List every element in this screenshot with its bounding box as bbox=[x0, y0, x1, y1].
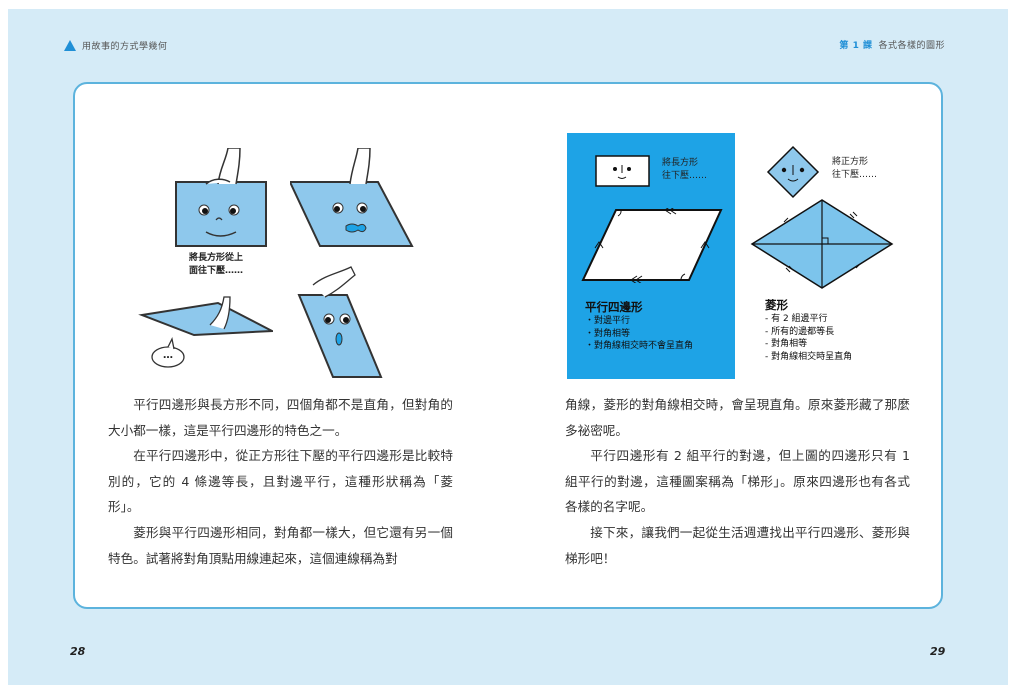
property-item: ・對角線相交時不會呈直角 bbox=[585, 341, 694, 351]
property-item: - 所有的邊都等長 bbox=[765, 326, 835, 337]
page-number-right: 29 bbox=[930, 645, 946, 658]
triangle-logo-icon bbox=[64, 39, 76, 51]
property-item: - 對角線相交時呈直角 bbox=[765, 351, 853, 362]
pressed-parallelogram-character bbox=[290, 148, 414, 247]
right-page-body: 角線，菱形的對角線相交時，會呈現直角。原來菱形藏了那麼多祕密呢。 平行四邊形有 … bbox=[565, 392, 910, 571]
running-head-left: 用故事的方式學幾何 bbox=[64, 38, 168, 52]
flattened-parallelogram-character bbox=[138, 296, 273, 368]
paragraph: 菱形與平行四邊形相同，對角都一樣大，但它還有另一個特色。試著將對角頂點用線連起來… bbox=[108, 524, 453, 566]
tilted-parallelogram-character bbox=[297, 266, 383, 378]
small-rectangle-face-icon bbox=[595, 155, 650, 187]
book-title: 用故事的方式學幾何 bbox=[82, 41, 168, 52]
rhombus-diagram bbox=[750, 199, 894, 289]
property-item: - 有 2 組邊平行 bbox=[765, 314, 828, 324]
parallelogram-properties: 平行四邊形 ・對邊平行 ・對角相等 ・對角線相交時不會呈直角 bbox=[585, 299, 693, 353]
small-square-face-icon bbox=[766, 145, 820, 199]
parallelogram-diagram bbox=[581, 208, 723, 283]
property-item: ・對邊平行 bbox=[585, 316, 631, 326]
rhombus-properties: 菱形 - 有 2 組邊平行 - 所有的邊都等長 - 對角相等 - 對角線相交時呈… bbox=[765, 297, 852, 363]
parallelogram-caption: 將長方形 往下壓…… bbox=[662, 158, 708, 181]
rectangle-character-illustration bbox=[175, 148, 267, 247]
paragraph: 角線，菱形的對角線相交時，會呈現直角。原來菱形藏了那麼多祕密呢。 bbox=[565, 397, 910, 438]
paragraph: 接下來，讓我們一起從生活週遭找出平行四邊形、菱形與梯形吧！ bbox=[565, 524, 910, 566]
paragraph: 在平行四邊形中，從正方形往下壓的平行四邊形是比較特別的，它的 4 條邊等長，且對… bbox=[108, 448, 453, 515]
illustration-caption: 將長方形從上 面往下壓…… bbox=[189, 253, 244, 276]
paragraph: 平行四邊形與長方形不同，四個角都不是直角，但對角的大小都一樣，這是平行四邊形的特… bbox=[108, 397, 453, 438]
rhombus-caption: 將正方形 往下壓…… bbox=[832, 157, 878, 180]
running-head-right: 第 1 課 各式各樣的圖形 bbox=[839, 38, 945, 51]
lesson-title: 各式各樣的圖形 bbox=[878, 41, 945, 51]
property-item: - 對角相等 bbox=[765, 339, 808, 349]
speech-bubble-text: … bbox=[163, 350, 173, 361]
page-number-left: 28 bbox=[70, 645, 86, 658]
parallelogram-title: 平行四邊形 bbox=[585, 300, 643, 314]
property-item: ・對角相等 bbox=[585, 328, 631, 339]
paragraph: 平行四邊形有 2 組平行的對邊，但上圖的四邊形只有 1 組平行的對邊，這種圖案稱… bbox=[565, 448, 910, 515]
rhombus-title: 菱形 bbox=[765, 298, 788, 312]
parallelogram-info-box: 將長方形 往下壓…… 平行四邊形 ・對邊平行 ・對角相等 ・對角線相交時不會呈直… bbox=[567, 133, 735, 379]
left-page-body: 平行四邊形與長方形不同，四個角都不是直角，但對角的大小都一樣，這是平行四邊形的特… bbox=[108, 392, 453, 571]
lesson-label: 第 1 課 bbox=[839, 41, 873, 51]
